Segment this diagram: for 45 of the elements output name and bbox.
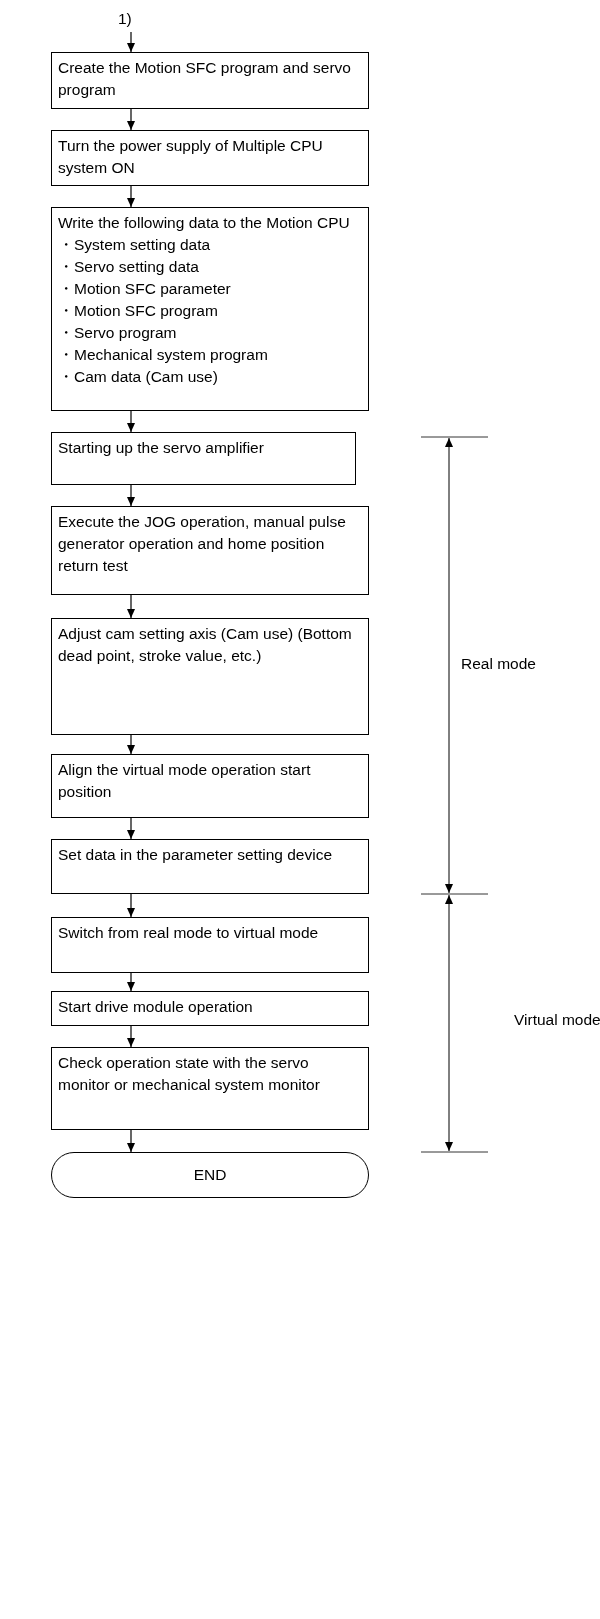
process-box [51,917,369,973]
arrow [127,817,135,840]
mode-label: Virtual mode [514,1011,600,1029]
process-box [51,839,369,894]
arrow [127,31,135,53]
process-box [51,754,369,818]
step-number: 1) [118,9,133,29]
arrow [127,1025,135,1048]
step-text: Start drive module operation [58,997,254,1017]
step-text: ・Servo setting data [58,257,200,277]
process-box [51,991,369,1026]
process-box [51,207,369,411]
process-box [51,506,369,595]
step-text: ・Motion SFC parameter [58,279,232,299]
step-text: Execute the JOG operation, manual pulse generator operation and home position return test [58,512,347,576]
arrow [127,484,135,507]
arrow [127,1129,135,1153]
step-text: Write the following data to the Motion CPU [58,213,351,233]
step-text: END [193,1165,227,1185]
step-text: Align the virtual mode operation start position [58,760,312,802]
step-text: Starting up the servo amplifier [58,438,265,458]
step-text: ・System setting data [58,235,212,255]
step-text: Turn the power supply of Multiple CPU system ON [58,136,324,178]
process-box [51,432,356,485]
step-text: ・Cam data (Cam use) [58,367,219,387]
step-text: Adjust cam setting axis (Cam use) (Bottom dead point, stroke value, etc.) [58,624,353,666]
arrow [127,185,135,208]
process-box [51,52,369,109]
arrow [127,734,135,755]
step-text: ・Motion SFC program [58,301,219,321]
step-text: Check operation state with the servo monitor or mechanical system monitor [58,1053,321,1095]
step-text: ・Mechanical system program [58,345,269,365]
process-box [51,1047,369,1130]
step-text: Set data in the parameter setting device [58,845,333,865]
process-box [51,130,369,186]
arrow [127,410,135,433]
arrow [127,972,135,992]
arrow [127,594,135,619]
arrow [127,108,135,131]
step-text: ・Servo program [58,323,178,343]
process-box [51,618,369,735]
step-text: Create the Motion SFC program and servo program [58,58,352,100]
mode-label: Real mode [461,655,536,673]
arrow [127,893,135,918]
step-text: Switch from real mode to virtual mode [58,923,320,943]
